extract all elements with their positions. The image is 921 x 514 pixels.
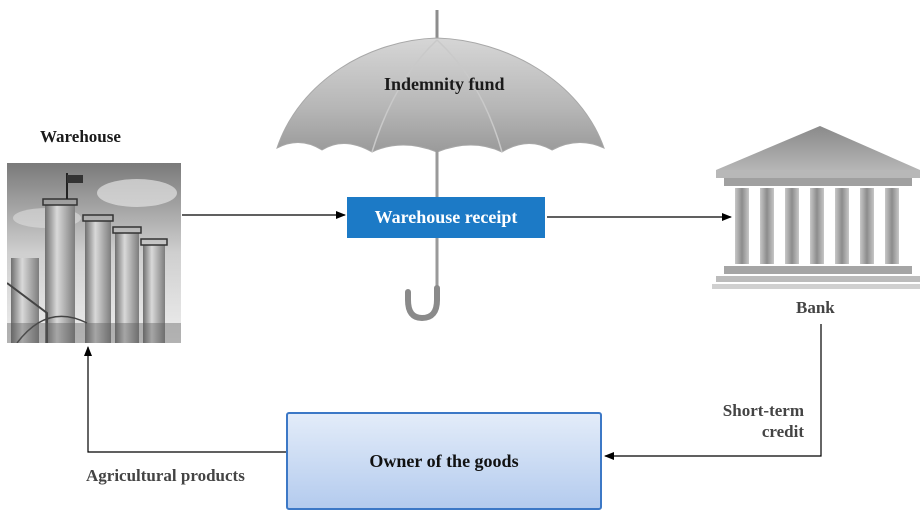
bank-label: Bank bbox=[796, 298, 835, 317]
owner-of-goods-box: Owner of the goods bbox=[286, 412, 602, 510]
indemnity-fund-label: Indemnity fund bbox=[384, 74, 505, 94]
arrow-bank-to-owner bbox=[604, 324, 822, 460]
owner-of-goods-label: Owner of the goods bbox=[369, 450, 519, 471]
warehouse-silo-image bbox=[7, 163, 181, 343]
warehouse-receipt-box: Warehouse receipt bbox=[347, 197, 545, 238]
arrow-owner-to-warehouse bbox=[84, 346, 286, 453]
warehouse-label: Warehouse bbox=[40, 127, 121, 146]
warehouse-receipt-label: Warehouse receipt bbox=[374, 207, 518, 227]
agricultural-products-label: Agricultural products bbox=[86, 466, 245, 485]
short-term-credit-label: Short-term credit bbox=[722, 401, 804, 441]
